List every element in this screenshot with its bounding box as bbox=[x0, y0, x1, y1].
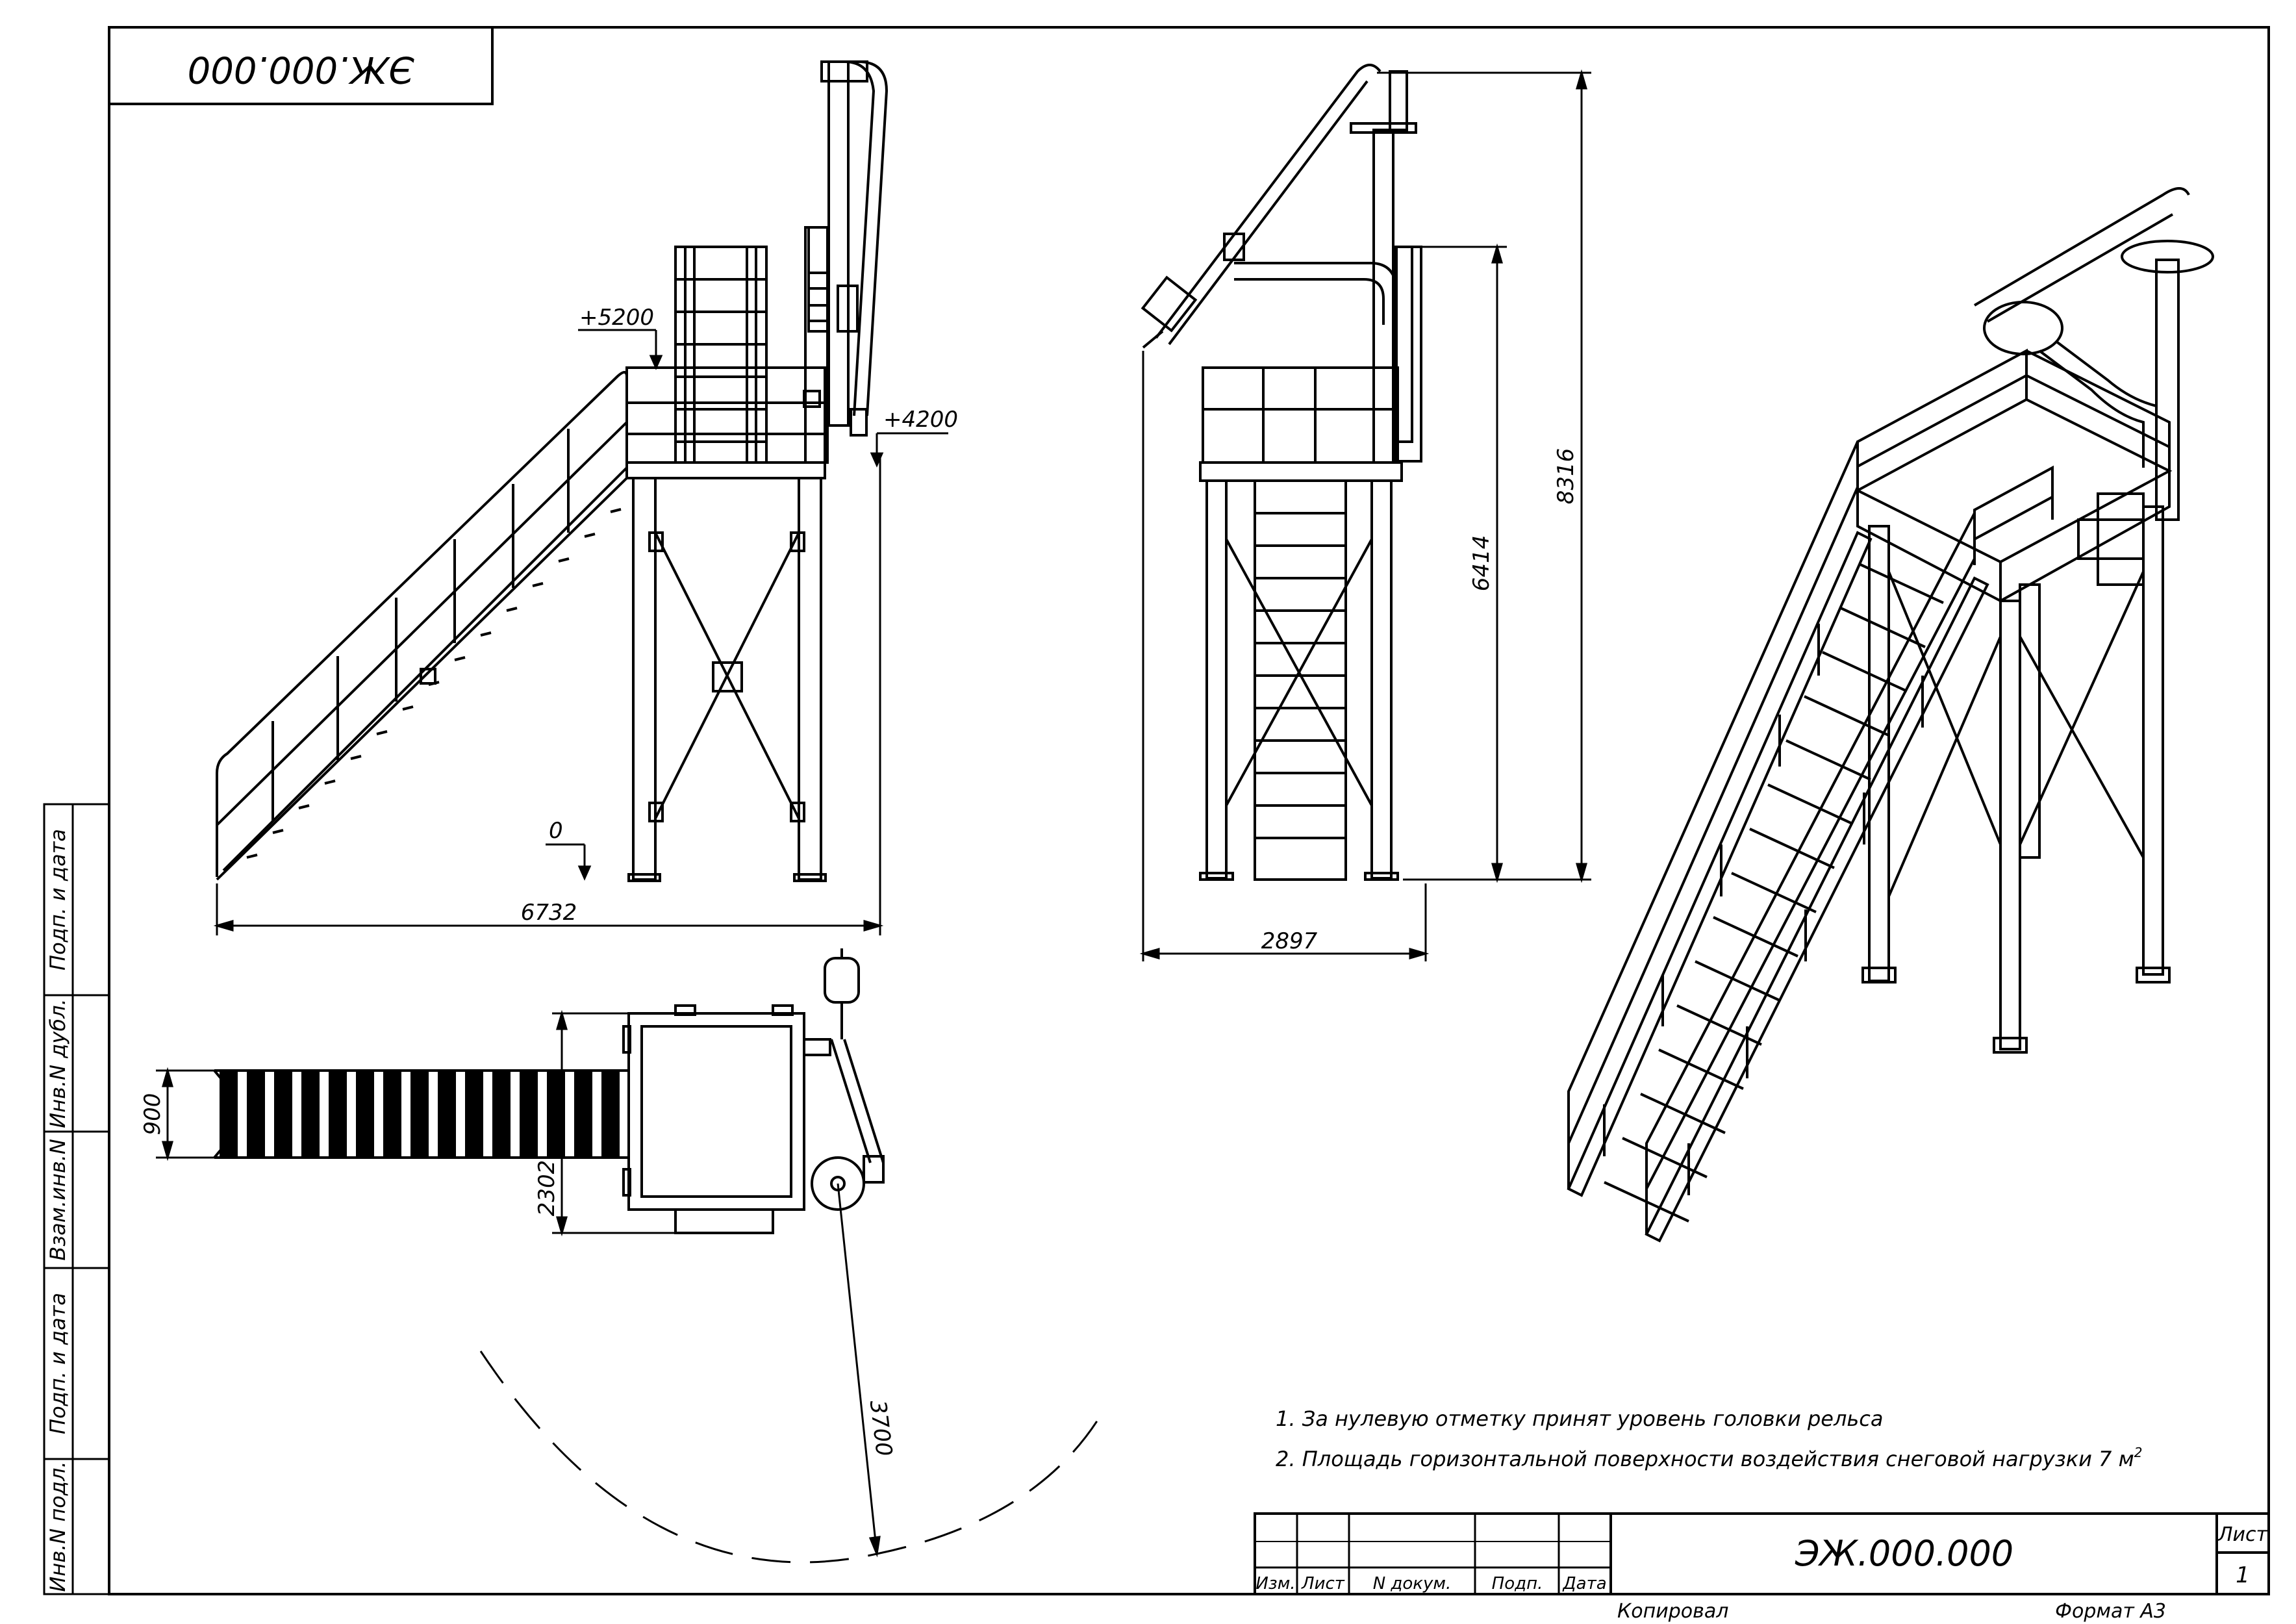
title-col-change: Изм. bbox=[1255, 1574, 1295, 1593]
isometric-view bbox=[1567, 187, 2214, 1243]
strip-label-inv-dup: Инв.N дубл. bbox=[45, 998, 70, 1128]
title-block-sheet-number: 1 bbox=[2236, 1562, 2250, 1588]
title-col-doc: N докум. bbox=[1373, 1574, 1452, 1593]
dim-total-height: 8316 bbox=[1553, 448, 1579, 505]
front-view-dims bbox=[1139, 69, 1591, 961]
strip-label-replace-inv: Взам.инв.N bbox=[45, 1139, 70, 1261]
title-col-sign: Подп. bbox=[1492, 1574, 1543, 1593]
dim-platform-height: 6414 bbox=[1469, 535, 1495, 592]
dim-platform-depth: 2302 bbox=[534, 1160, 560, 1217]
dim-width: 2897 bbox=[1261, 928, 1318, 954]
dim-total-length: 6732 bbox=[521, 900, 577, 926]
title-block-sheet-label: Лист bbox=[2217, 1523, 2269, 1546]
top-stamp-code: ЭЖ.000.000 bbox=[188, 48, 415, 90]
strip-label-sign-date-2: Подп. и дата bbox=[45, 1293, 70, 1434]
plan-view-dims bbox=[156, 1009, 1105, 1564]
strip-label-inv-orig: Инв.N подл. bbox=[45, 1461, 70, 1592]
note-1: 1. За нулевую отметку принят уровень гол… bbox=[1276, 1406, 1883, 1431]
dim-boom-radius: 3700 bbox=[864, 1399, 897, 1458]
title-copied: Копировал bbox=[1617, 1600, 1728, 1623]
sheet-frame bbox=[108, 26, 2270, 1595]
note-2-text: 2. Площадь горизонтальной поверхности во… bbox=[1276, 1447, 2134, 1471]
notes: 1. За нулевую отметку принят уровень гол… bbox=[1276, 1406, 2142, 1471]
level-top-label: +5200 bbox=[579, 305, 654, 331]
title-block bbox=[1254, 1512, 2270, 1595]
strip-label-sign-date-1: Подп. и дата bbox=[45, 829, 70, 971]
level-mid-label: +4200 bbox=[883, 407, 958, 433]
side-strip: Подп. и дата Инв.N дубл. Взам.инв.N Подп… bbox=[43, 803, 110, 1595]
title-col-sheet: Лист bbox=[1301, 1574, 1345, 1593]
note-2: 2. Площадь горизонтальной поверхности во… bbox=[1276, 1445, 2142, 1471]
side-view bbox=[216, 60, 889, 882]
top-stamp: ЭЖ.000.000 bbox=[108, 26, 494, 105]
title-block-code: ЭЖ.000.000 bbox=[1795, 1533, 2013, 1574]
note-2-superscript: 2 bbox=[2134, 1445, 2143, 1460]
plan-stair-treads bbox=[220, 1069, 620, 1159]
side-view-dims bbox=[213, 329, 948, 935]
title-format: Формат А3 bbox=[2055, 1600, 2166, 1623]
title-col-date: Дата bbox=[1562, 1574, 1606, 1593]
level-zero-label: 0 bbox=[549, 818, 563, 844]
front-view bbox=[1141, 64, 1422, 881]
dim-stair-width: 900 bbox=[140, 1093, 166, 1136]
